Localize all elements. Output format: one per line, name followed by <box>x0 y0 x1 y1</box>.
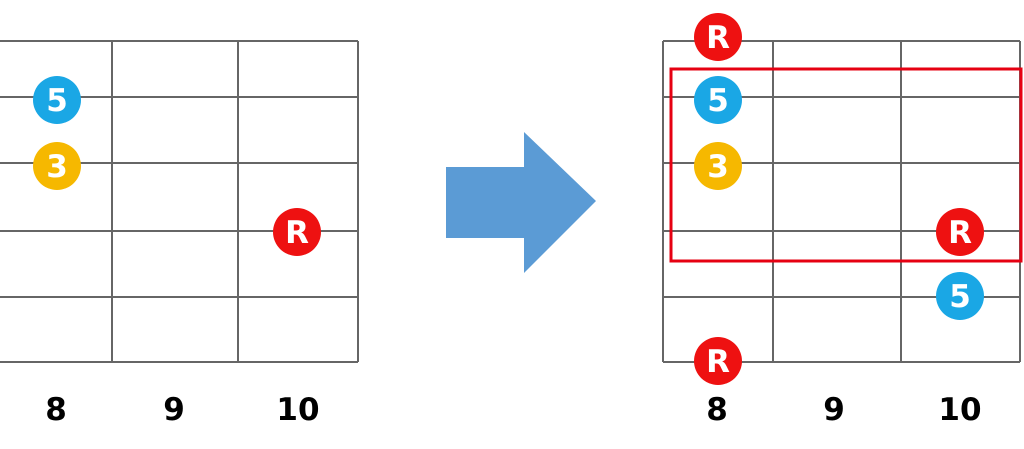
right-fret-numbers: 8 9 10 <box>706 392 981 428</box>
fret-number-label: 9 <box>163 392 185 428</box>
root-note-marker: R <box>936 208 984 256</box>
root-note-circle <box>936 208 984 256</box>
third-note-circle <box>33 142 81 190</box>
third-note-marker: 3 <box>694 142 742 190</box>
right-arrow-icon <box>446 132 596 273</box>
note-label: 5 <box>949 279 971 315</box>
fifth-note-circle <box>694 76 742 124</box>
note-label: 5 <box>707 83 729 119</box>
highlight-box <box>669 67 1023 263</box>
root-note-circle <box>694 13 742 61</box>
fifth-note-marker: 5 <box>936 272 984 320</box>
fret-number-label: 8 <box>45 392 67 428</box>
third-note-circle <box>694 142 742 190</box>
fret-number-label: 10 <box>276 392 319 428</box>
note-label: 5 <box>46 83 68 119</box>
note-label: 3 <box>46 149 68 185</box>
fret-number-label: 8 <box>706 392 728 428</box>
left-fretboard-diagram: 5 3R 8 9 10 <box>0 40 359 428</box>
note-label: 3 <box>707 149 729 185</box>
fifth-note-circle <box>936 272 984 320</box>
root-note-circle <box>694 337 742 385</box>
fret-number-label: 9 <box>823 392 845 428</box>
root-note-marker: R <box>694 337 742 385</box>
note-label: R <box>948 215 972 251</box>
fifth-note-circle <box>33 76 81 124</box>
left-fret-numbers: 8 9 10 <box>45 392 319 428</box>
note-label: R <box>706 344 730 380</box>
fifth-note-marker: 5 <box>33 76 81 124</box>
note-label: R <box>706 20 730 56</box>
fifth-note-marker: 5 <box>694 76 742 124</box>
arrow-shape <box>446 132 596 273</box>
left-note-markers: 5 3R <box>33 76 321 256</box>
note-label: R <box>285 215 309 251</box>
root-note-marker: R <box>694 13 742 61</box>
fret-number-label: 10 <box>938 392 981 428</box>
root-note-marker: R <box>273 208 321 256</box>
root-note-circle <box>273 208 321 256</box>
third-note-marker: 3 <box>33 142 81 190</box>
